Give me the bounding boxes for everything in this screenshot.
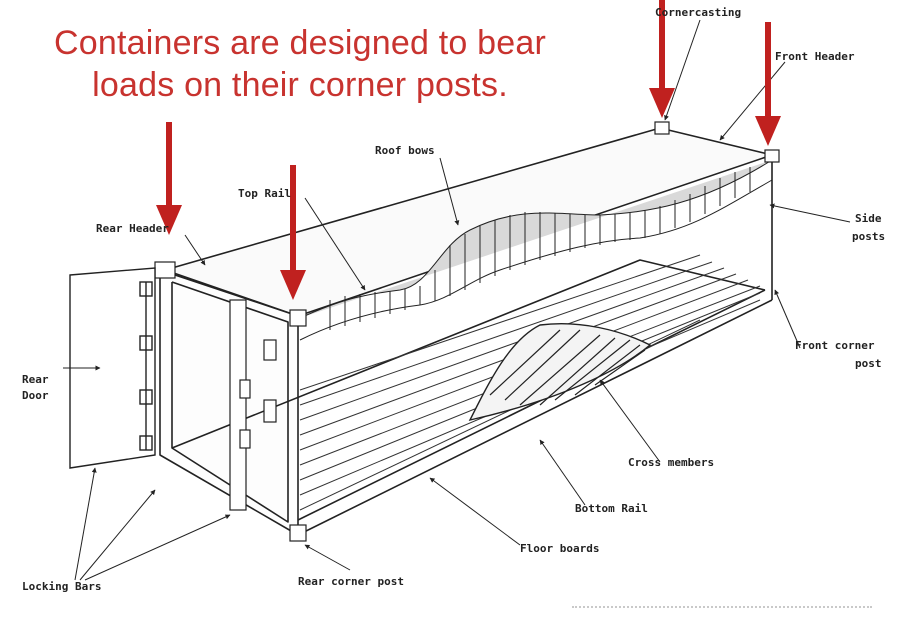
footer-dotted-rule bbox=[572, 606, 872, 616]
rear-door bbox=[69, 267, 156, 469]
headline-line-1: Containers are designed to bear bbox=[54, 24, 546, 62]
side-wall-corrugation bbox=[299, 159, 773, 341]
label-floor-boards: Floor boards bbox=[520, 542, 599, 555]
label-rear-door-2: Door bbox=[22, 389, 49, 402]
label-roof-bows: Roof bows bbox=[375, 144, 435, 157]
label-bottom-rail: Bottom Rail bbox=[575, 502, 648, 515]
load-arrow-rear-left bbox=[166, 122, 172, 212]
rear-frame-details bbox=[154, 121, 780, 542]
container-outline bbox=[159, 127, 773, 536]
label-front-corner-post-1: Front corner bbox=[795, 339, 875, 352]
label-leaders bbox=[63, 19, 851, 581]
load-arrow-front-left bbox=[659, 0, 665, 95]
load-arrow-rear-right bbox=[290, 165, 296, 275]
load-arrow-rear-right-head bbox=[280, 270, 306, 300]
label-locking-bars: Locking Bars bbox=[22, 580, 101, 593]
label-corner-casting: Cornercasting bbox=[655, 6, 741, 19]
cross-members-lines bbox=[489, 329, 646, 406]
label-rear-door-1: Rear bbox=[22, 373, 49, 386]
label-side-posts-2: posts bbox=[852, 230, 885, 243]
label-front-header: Front Header bbox=[775, 50, 855, 63]
label-rear-corner-post: Rear corner post bbox=[298, 575, 404, 588]
load-arrow-front-right-head bbox=[755, 116, 781, 146]
label-front-corner-post-2: post bbox=[855, 357, 882, 370]
load-arrow-rear-left-head bbox=[156, 205, 182, 235]
label-side-posts-1: Side bbox=[855, 212, 882, 225]
load-arrow-front-right bbox=[765, 22, 771, 122]
headline-line-2: loads on their corner posts. bbox=[92, 66, 508, 104]
corner-load-arrows bbox=[156, 0, 781, 300]
part-labels: Cornercasting Front Header Roof bows Top… bbox=[22, 6, 885, 593]
label-cross-members: Cross members bbox=[628, 456, 714, 469]
load-arrow-front-left-head bbox=[649, 88, 675, 118]
label-rear-header: Rear Header bbox=[96, 222, 169, 235]
label-top-rail: Top Rail bbox=[238, 187, 291, 200]
